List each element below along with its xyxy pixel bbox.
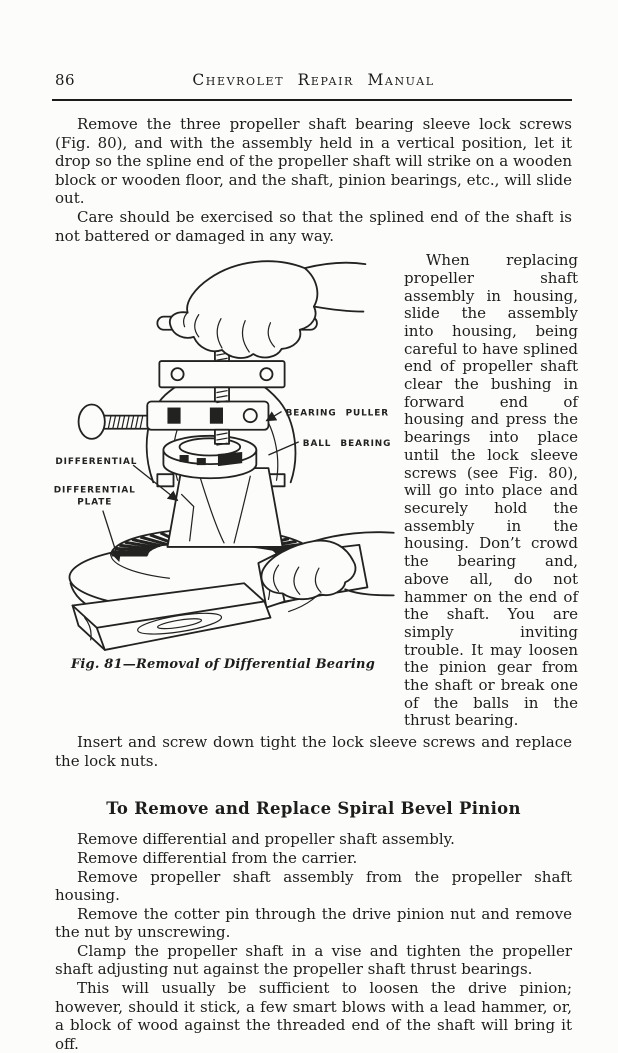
header-title: Chevrolet Repair Manual <box>192 71 435 89</box>
figure-labels: BEARING PULLER BALL BEARING DIFFERENTIAL… <box>54 409 392 563</box>
paragraph: Clamp the propeller shaft in a vise and … <box>55 941 572 979</box>
label-differential: DIFFERENTIAL <box>55 457 137 467</box>
top-hand-drawing <box>168 260 367 360</box>
side-text-column: When replacing propeller shaft assembly … <box>396 251 578 730</box>
label-differential-plate-1: DIFFERENTIAL <box>54 486 136 496</box>
differential-housing-drawing <box>156 467 286 548</box>
paragraph: When replacing propeller shaft assembly … <box>404 251 578 730</box>
paragraph: Remove the three propeller shaft bearing… <box>55 115 572 208</box>
label-bearing-puller: BEARING PULLER <box>286 409 389 419</box>
intro-section: Remove the three propeller shaft bearing… <box>55 115 572 245</box>
wood-block-left-drawing <box>71 582 272 652</box>
figure-81-illustration: BEARING PULLER BALL BEARING DIFFERENTIAL… <box>54 260 395 652</box>
page-header: 86 Chevrolet Repair Manual <box>55 0 572 93</box>
after-figure-section: Insert and screw down tight the lock sle… <box>55 733 572 770</box>
right-hand-drawing <box>260 531 395 601</box>
label-ball-bearing: BALL BEARING <box>303 439 392 449</box>
puller-yoke-drawing <box>158 360 286 389</box>
paragraph: Care should be exercised so that the spl… <box>55 207 572 245</box>
header-rule <box>52 99 572 101</box>
paragraph: This will usually be sufficient to loose… <box>55 979 572 1053</box>
figure-caption: Fig. 81—Removal of Differential Bearing <box>70 657 375 673</box>
puller-crossbar-drawing <box>77 400 270 440</box>
figure-and-sidetext: BEARING PULLER BALL BEARING DIFFERENTIAL… <box>50 251 578 730</box>
page-number: 86 <box>55 71 76 89</box>
label-differential-plate-2: PLATE <box>77 498 112 508</box>
ball-bearing-drawing <box>162 435 258 480</box>
steps-section: Remove differential and propeller shaft … <box>55 830 572 1053</box>
paragraph: Remove propeller shaft assembly from the… <box>55 867 572 905</box>
paragraph: Remove differential from the carrier. <box>77 848 358 867</box>
section-heading: To Remove and Replace Spiral Bevel Pinio… <box>106 799 521 819</box>
paragraph: Remove differential and propeller shaft … <box>77 830 455 849</box>
paragraph: Remove the cotter pin through the drive … <box>55 904 572 942</box>
paragraph: Insert and screw down tight the lock sle… <box>55 733 572 770</box>
manual-page: 86 Chevrolet Repair Manual Remove the th… <box>50 0 578 1053</box>
figure-column: BEARING PULLER BALL BEARING DIFFERENTIAL… <box>50 252 396 730</box>
